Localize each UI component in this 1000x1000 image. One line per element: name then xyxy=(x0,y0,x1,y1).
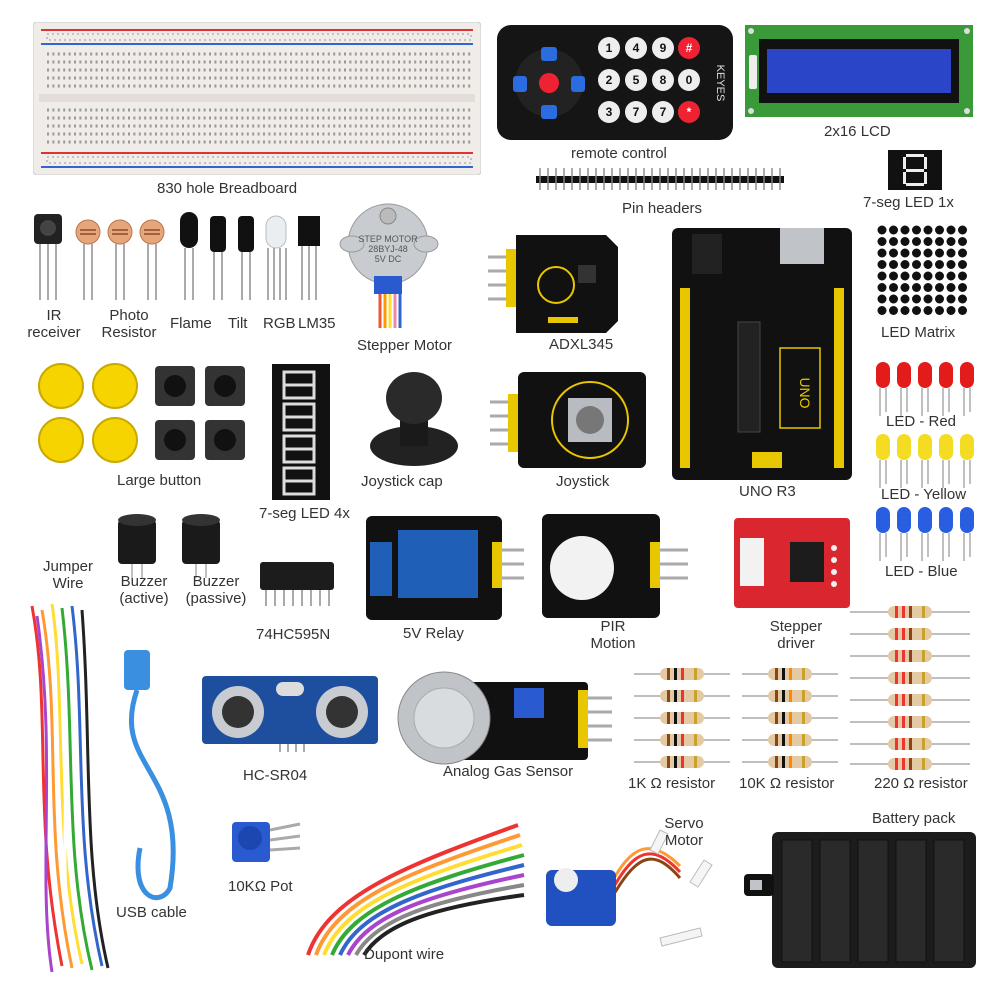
label-servo-motor: Servo Motor xyxy=(664,815,704,850)
svg-text:8: 8 xyxy=(660,73,667,87)
label-stepper-motor: Stepper Motor xyxy=(357,337,453,354)
stepper-motor-image: STEP MOTOR 28BYJ-48 5V DC xyxy=(338,196,448,331)
led-matrix-image xyxy=(876,224,968,316)
resistor-10k-image xyxy=(742,666,838,770)
seven-seg-4x-image xyxy=(272,364,330,500)
lcd-image xyxy=(745,25,973,117)
label-lm35: LM35 xyxy=(298,315,336,332)
svg-text:0: 0 xyxy=(686,73,693,87)
label-ir-receiver: IR receiver xyxy=(27,307,81,342)
label-lcd: 2x16 LCD xyxy=(824,123,891,140)
svg-text:2: 2 xyxy=(606,73,613,87)
label-led-blue: LED - Blue xyxy=(885,563,958,580)
svg-text:5V DC: 5V DC xyxy=(375,254,402,264)
resistor-220-image xyxy=(850,604,970,770)
potentiometer-image xyxy=(226,808,306,868)
relay-image xyxy=(366,516,526,620)
buzzer-image xyxy=(116,510,226,580)
svg-text:7: 7 xyxy=(660,105,667,119)
label-flame: Flame xyxy=(170,315,212,332)
label-photo-resistor: Photo Resistor xyxy=(101,307,157,342)
svg-text:#: # xyxy=(686,41,693,55)
label-seven-seg-1x: 7-seg LED 1x xyxy=(863,194,954,211)
label-remote-control: remote control xyxy=(571,145,667,162)
label-resistor-1k: 1K Ω resistor xyxy=(628,775,716,792)
svg-text:STEP MOTOR: STEP MOTOR xyxy=(358,234,418,244)
label-relay: 5V Relay xyxy=(403,625,464,642)
large-button-image xyxy=(35,362,255,472)
stepper-driver-image xyxy=(734,518,850,608)
pir-image xyxy=(542,514,692,618)
label-resistor-10k: 10K Ω resistor xyxy=(739,775,835,792)
label-resistor-220: 220 Ω resistor xyxy=(874,775,968,792)
label-tilt: Tilt xyxy=(228,315,248,332)
pin-headers-image xyxy=(536,168,784,190)
label-gas-sensor: Analog Gas Sensor xyxy=(443,763,574,780)
svg-text:*: * xyxy=(687,105,692,119)
svg-text:4: 4 xyxy=(633,41,640,55)
dupont-wire-image xyxy=(288,805,528,965)
label-74hc595: 74HC595N xyxy=(256,626,331,643)
sensors-row-image xyxy=(28,210,338,305)
label-breadboard: 830 hole Breadboard xyxy=(157,180,298,197)
label-battery-pack: Battery pack xyxy=(872,810,956,827)
label-adxl345: ADXL345 xyxy=(549,336,614,353)
svg-text:5: 5 xyxy=(633,73,640,87)
usb-cable-image xyxy=(110,648,200,908)
label-led-matrix: LED Matrix xyxy=(881,324,956,341)
led-red-image xyxy=(874,360,974,416)
label-seven-seg-4x: 7-seg LED 4x xyxy=(259,505,350,522)
jumper-wire-image xyxy=(22,596,112,976)
joystick-module-image xyxy=(490,372,648,468)
led-yellow-image xyxy=(874,432,974,488)
label-potentiometer: 10KΩ Pot xyxy=(228,878,293,895)
svg-text:3: 3 xyxy=(606,105,613,119)
svg-text:UNO: UNO xyxy=(797,377,813,408)
led-blue-image xyxy=(874,505,974,561)
svg-text:28BYJ-48: 28BYJ-48 xyxy=(368,244,408,254)
adxl345-image xyxy=(488,235,618,333)
remote-control-image: 1 4 9 # 2 5 8 0 3 7 7 * KEYES xyxy=(497,25,733,140)
svg-text:KEYES: KEYES xyxy=(714,65,726,102)
seven-seg-1x-image xyxy=(888,150,942,190)
label-stepper-driver: Stepper driver xyxy=(769,618,823,653)
resistor-1k-image xyxy=(634,666,730,770)
label-hc-sr04: HC-SR04 xyxy=(243,767,308,784)
gas-sensor-image xyxy=(394,668,614,768)
servo-image xyxy=(540,826,730,966)
hc-sr04-image xyxy=(202,676,378,752)
label-pin-headers: Pin headers xyxy=(622,200,703,217)
svg-text:9: 9 xyxy=(660,41,667,55)
label-rgb: RGB xyxy=(263,315,296,332)
breadboard-image xyxy=(33,22,481,175)
label-led-yellow: LED - Yellow xyxy=(881,486,967,503)
label-joystick: Joystick xyxy=(556,473,610,490)
label-joystick-cap: Joystick cap xyxy=(361,473,443,490)
label-pir-motion: PIR Motion xyxy=(590,618,636,653)
battery-pack-image xyxy=(744,822,980,972)
svg-text:7: 7 xyxy=(633,105,640,119)
svg-text:1: 1 xyxy=(606,41,613,55)
label-buzzer-active: Buzzer (active) xyxy=(119,573,169,608)
label-buzzer-passive: Buzzer (passive) xyxy=(185,573,247,608)
joystick-cap-image xyxy=(368,368,460,468)
uno-r3-image: UNO xyxy=(672,228,852,480)
74hc595-image xyxy=(256,556,338,608)
label-jumper-wire: Jumper Wire xyxy=(42,558,94,593)
label-led-red: LED - Red xyxy=(886,413,957,430)
label-large-button: Large button xyxy=(117,472,202,489)
label-usb-cable: USB cable xyxy=(116,904,187,921)
label-dupont-wire: Dupont wire xyxy=(364,946,445,963)
label-uno-r3: UNO R3 xyxy=(739,483,796,500)
